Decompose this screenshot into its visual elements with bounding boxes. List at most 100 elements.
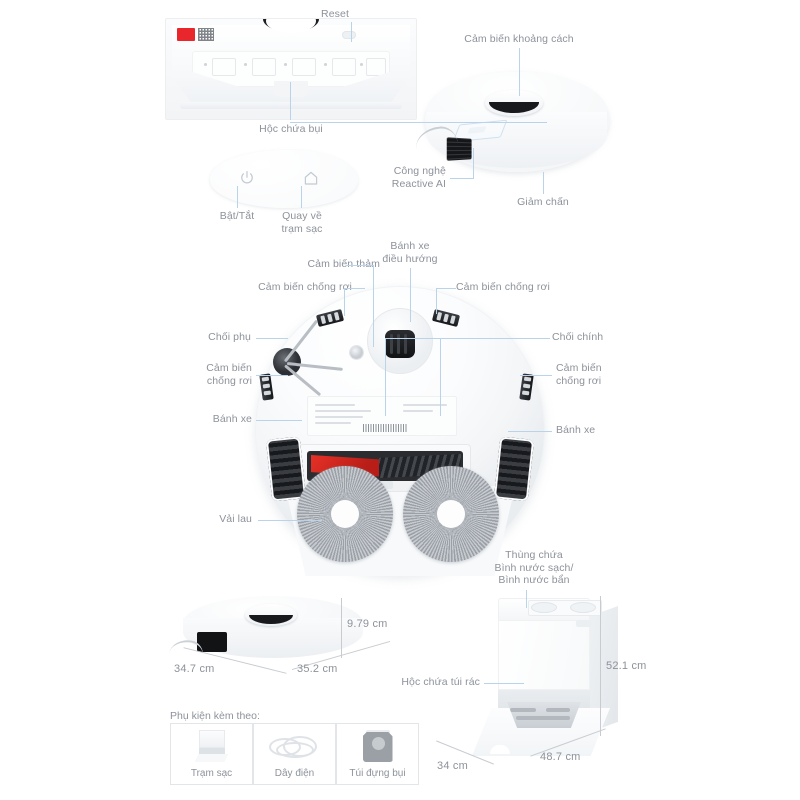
accessory-item-2[interactable]: Túi đựng bụi bbox=[336, 723, 419, 785]
accessory-label-2: Túi đựng bụi bbox=[349, 768, 406, 779]
control-buttons-panel bbox=[210, 150, 358, 208]
leader-reset bbox=[351, 22, 352, 42]
leader-water-tanks bbox=[526, 590, 527, 608]
accessories-box: Trạm sạc Dây điện Túi đựng bụi bbox=[170, 723, 422, 785]
dock-water-tray bbox=[528, 600, 602, 616]
instruction-icon-row bbox=[192, 57, 390, 79]
label-reactive-ai: Công nghệ Reactive AI bbox=[391, 165, 446, 190]
dim-dock-height: 52.1 cm bbox=[606, 660, 647, 672]
leader-main-brush-v bbox=[440, 338, 441, 416]
leader-carpet-v bbox=[373, 265, 374, 347]
dock-front-panel bbox=[498, 620, 590, 690]
dock-station bbox=[472, 590, 680, 770]
label-return-dock: Quay về trạm sạc bbox=[281, 210, 323, 235]
home-icon bbox=[302, 169, 320, 187]
robot-side-lidar-slot bbox=[249, 615, 293, 624]
leader-cliff-left-top-v bbox=[344, 288, 345, 316]
leader-cliff-right-top-h bbox=[436, 288, 456, 289]
label-power: Bật/Tắt bbox=[219, 210, 255, 222]
power-icon bbox=[238, 169, 256, 187]
leader-mop-cloth bbox=[258, 520, 322, 521]
robot-top-view bbox=[414, 72, 609, 190]
leader-power bbox=[237, 186, 238, 208]
label-cliff-right: Cảm biến chống rơi bbox=[556, 362, 602, 387]
leader-cliff-left-top-h bbox=[345, 288, 365, 289]
warning-sticker bbox=[177, 28, 195, 41]
power-cord-icon bbox=[254, 728, 335, 764]
carpet-sensor bbox=[350, 346, 363, 359]
label-side-brush: Chối phụ bbox=[208, 331, 251, 343]
leader-cliff-left bbox=[256, 375, 288, 376]
label-dust-bin: Hộc chứa bụi bbox=[259, 123, 323, 135]
label-cliff-right-top: Cảm biến chống rơi bbox=[456, 281, 550, 293]
dust-bin-handle-notch bbox=[274, 81, 308, 97]
qr-code-icon bbox=[198, 28, 214, 41]
robot-side-camera bbox=[197, 632, 227, 652]
label-main-brush: Chối chính bbox=[552, 331, 604, 343]
nav-wheel bbox=[385, 330, 415, 358]
leader-dustbin-v bbox=[290, 82, 291, 120]
leader-side-brush bbox=[256, 338, 288, 339]
dust-bag-icon bbox=[337, 728, 418, 764]
robot-bottom-view bbox=[255, 286, 545, 576]
dust-bin-mouth-inner bbox=[266, 19, 316, 33]
label-bumper: Giảm chấn bbox=[517, 196, 569, 208]
dust-bin-photo bbox=[165, 18, 417, 120]
leader-bracket-v bbox=[546, 122, 547, 123]
label-dust-bag: Hộc chứa túi rác bbox=[401, 676, 480, 688]
label-cliff-left-top: Cảm biến chống rơi bbox=[258, 281, 352, 293]
accessories-title: Phụ kiện kèm theo: bbox=[170, 710, 260, 722]
leader-carpet-h bbox=[346, 265, 374, 266]
leader-main-brush-h3 bbox=[385, 338, 441, 339]
label-distance-sensor: Cảm biến khoảng cách bbox=[464, 33, 574, 45]
accessory-item-1[interactable]: Dây điện bbox=[253, 723, 336, 785]
leader-wheel-left bbox=[256, 420, 302, 421]
dust-bin-instruction-plate bbox=[192, 51, 390, 87]
leader-distance-sensor bbox=[519, 48, 520, 96]
dock-connector bbox=[576, 620, 592, 627]
leader-main-brush-h2 bbox=[440, 338, 510, 339]
leader-nav-wheel bbox=[410, 268, 411, 322]
spec-label bbox=[307, 396, 457, 436]
accessory-item-0[interactable]: Trạm sạc bbox=[170, 723, 253, 785]
label-carpet-sensor: Cảm biến thảm bbox=[307, 258, 380, 270]
leader-dust-bag bbox=[484, 683, 524, 684]
reset-button-art bbox=[342, 31, 356, 39]
label-wheel-right: Bánh xe bbox=[556, 424, 596, 436]
lidar-slot bbox=[489, 102, 539, 113]
dim-robot-depth: 35.2 cm bbox=[297, 663, 338, 675]
accessory-label-1: Dây điện bbox=[274, 768, 315, 779]
accessory-label-0: Trạm sạc bbox=[190, 768, 233, 779]
charging-dock-icon bbox=[171, 728, 252, 764]
dock-top-lid bbox=[498, 598, 602, 622]
dim-rule-height bbox=[341, 598, 342, 658]
leader-return-dock bbox=[301, 186, 302, 208]
robot-side-view bbox=[169, 588, 380, 678]
leader-main-brush-v2 bbox=[385, 338, 386, 416]
dock-cleaning-mechanism bbox=[507, 702, 581, 728]
leader-reactive-ai-v bbox=[473, 148, 474, 179]
label-reset: Reset bbox=[321, 8, 349, 20]
leader-cliff-right-top-v bbox=[436, 288, 437, 314]
dim-rule-dock-height bbox=[600, 596, 601, 736]
dim-dock-depth: 48.7 cm bbox=[540, 751, 581, 763]
leader-main-brush-h bbox=[508, 338, 550, 339]
label-water-tanks: Thùng chứa Bình nước sạch/ Bình nước bẩn bbox=[494, 549, 574, 586]
mop-pad-right bbox=[403, 466, 499, 562]
leader-bracket-h bbox=[290, 122, 546, 123]
label-cliff-left: Cảm biến chống rơi bbox=[206, 362, 252, 387]
dim-robot-height: 9.79 cm bbox=[347, 618, 388, 630]
leader-bumper bbox=[543, 172, 544, 194]
leader-reactive-ai-h bbox=[450, 178, 474, 179]
label-nav-wheel: Bánh xe điều hướng bbox=[382, 240, 438, 265]
label-mop-cloth: Vải lau bbox=[219, 513, 252, 525]
label-wheel-left: Bánh xe bbox=[212, 413, 252, 425]
dim-dock-width: 34 cm bbox=[437, 760, 468, 772]
dust-bin-glass-bar bbox=[180, 102, 402, 109]
side-brush-hub bbox=[273, 348, 301, 376]
dock-ramp-notch bbox=[490, 745, 510, 754]
leader-wheel-right bbox=[508, 431, 552, 432]
mop-pad-left bbox=[297, 466, 393, 562]
dim-robot-width: 34.7 cm bbox=[174, 663, 215, 675]
